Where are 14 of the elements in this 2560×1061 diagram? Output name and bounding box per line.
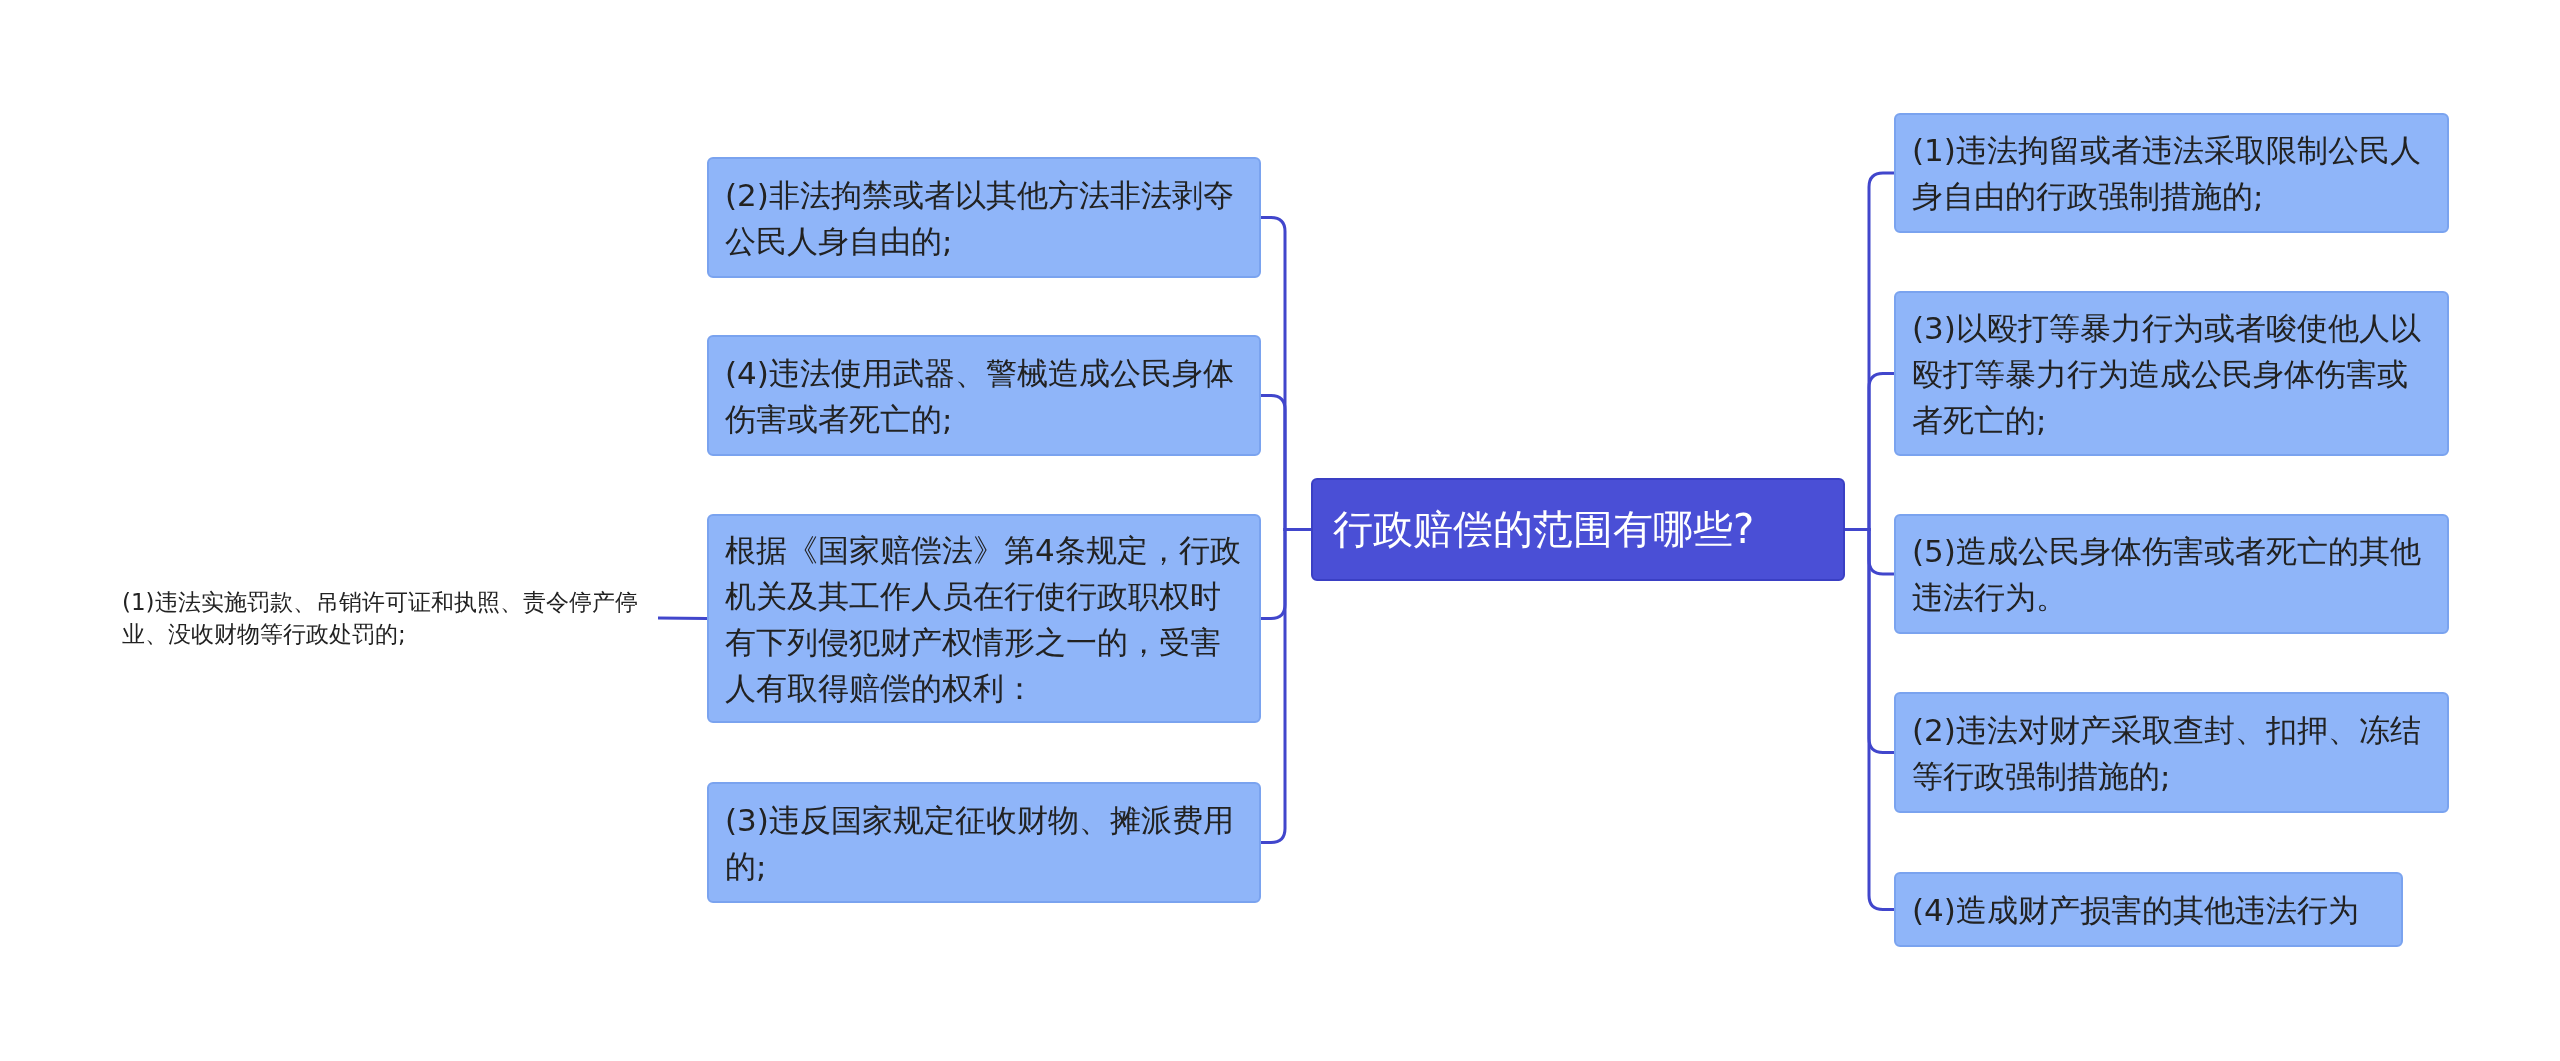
topic-box: (1)违法拘留或者违法采取限制公民人身自由的行政强制措施的; bbox=[1894, 113, 2449, 233]
topic-box: 根据《国家赔偿法》第4条规定，行政机关及其工作人员在行使行政职权时有下列侵犯财产权情形之一的，受害人有取得赔偿的权利： bbox=[707, 514, 1261, 723]
connector-line bbox=[1845, 528, 1894, 911]
topic-box: (2)非法拘禁或者以其他方法非法剥夺公民人身自由的; bbox=[707, 157, 1261, 278]
connector-line bbox=[658, 616, 707, 620]
connector-line bbox=[1261, 528, 1311, 844]
central-topic: 行政赔偿的范围有哪些? bbox=[1311, 478, 1845, 581]
topic-box: (3)以殴打等暴力行为或者唆使他人以殴打等暴力行为造成公民身体伤害或者死亡的; bbox=[1894, 291, 2449, 456]
topic-text: (1)违法实施罚款、吊销许可证和执照、责令停产停业、没收财物等行政处罚的; bbox=[122, 588, 639, 649]
topic-box: (4)违法使用武器、警械造成公民身体伤害或者死亡的; bbox=[707, 335, 1261, 456]
topic-box: (2)违法对财产采取查封、扣押、冻结等行政强制措施的; bbox=[1894, 692, 2449, 813]
topic-box: (3)违反国家规定征收财物、摊派费用的; bbox=[707, 782, 1261, 903]
topic-box: (4)造成财产损害的其他违法行为 bbox=[1894, 872, 2403, 947]
topic-box: (5)造成公民身体伤害或者死亡的其他违法行为。 bbox=[1894, 514, 2449, 634]
